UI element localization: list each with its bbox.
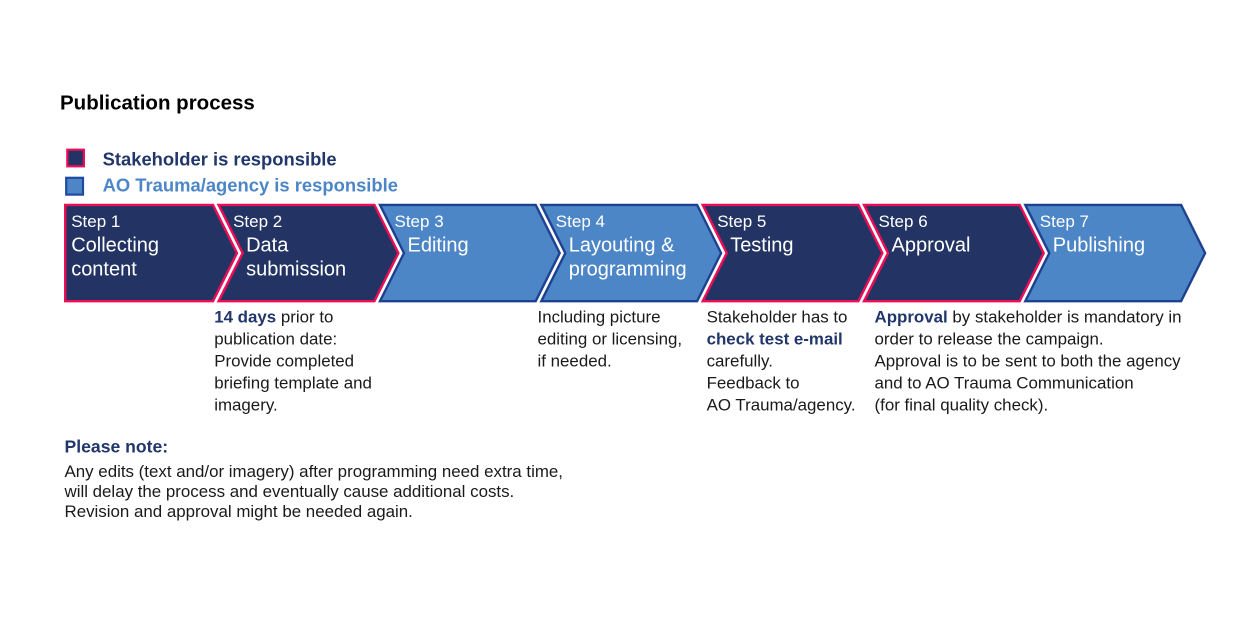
svg-text:Approval: Approval <box>892 235 971 257</box>
svg-text:Step 1: Step 1 <box>71 212 120 231</box>
svg-text:Including picture: Including picture <box>538 308 661 327</box>
svg-text:Step 7: Step 7 <box>1040 212 1089 231</box>
svg-text:Testing: Testing <box>730 235 793 257</box>
svg-text:Stakeholder has to: Stakeholder has to <box>707 308 848 327</box>
svg-text:Data: Data <box>246 235 289 257</box>
svg-text:carefully.: carefully. <box>707 352 773 371</box>
svg-text:Publishing: Publishing <box>1053 235 1145 257</box>
svg-text:and to AO Trauma Communication: and to AO Trauma Communication <box>875 373 1134 392</box>
svg-text:Any edits (text and/or imagery: Any edits (text and/or imagery) after pr… <box>65 462 564 481</box>
svg-text:(for final quality check).: (for final quality check). <box>875 395 1049 414</box>
svg-text:Editing: Editing <box>408 235 469 257</box>
svg-text:AO Trauma/agency.: AO Trauma/agency. <box>707 395 856 414</box>
svg-text:AO Trauma/agency is responsibl: AO Trauma/agency is responsible <box>103 174 398 195</box>
svg-text:Approval by stakeholder is man: Approval by stakeholder is mandatory in <box>875 308 1182 327</box>
svg-text:order to release the campaign.: order to release the campaign. <box>875 330 1104 349</box>
svg-text:if needed.: if needed. <box>538 352 612 371</box>
svg-text:publication date:: publication date: <box>214 330 337 349</box>
svg-text:Revision and approval might be: Revision and approval might be needed ag… <box>65 502 413 521</box>
svg-text:Collecting: Collecting <box>71 235 159 257</box>
svg-text:Please note:: Please note: <box>65 437 169 457</box>
svg-text:editing or licensing,: editing or licensing, <box>538 330 683 349</box>
svg-text:Step 5: Step 5 <box>717 212 766 231</box>
svg-text:Step 4: Step 4 <box>556 212 605 231</box>
svg-text:programming: programming <box>569 258 687 280</box>
svg-text:Provide completed: Provide completed <box>214 352 354 371</box>
svg-text:Approval is to be sent to both: Approval is to be sent to both the agenc… <box>875 352 1182 371</box>
svg-text:content: content <box>71 258 137 280</box>
svg-text:briefing template and: briefing template and <box>214 373 372 392</box>
svg-text:Step 2: Step 2 <box>233 212 282 231</box>
svg-text:Step 6: Step 6 <box>879 212 928 231</box>
svg-text:Publication process: Publication process <box>60 92 255 115</box>
svg-text:14 days prior to: 14 days prior to <box>214 308 333 327</box>
svg-text:Feedback to: Feedback to <box>707 373 800 392</box>
svg-text:imagery.: imagery. <box>214 395 278 414</box>
svg-text:Stakeholder is responsible: Stakeholder is responsible <box>103 148 337 169</box>
svg-text:submission: submission <box>246 258 346 280</box>
svg-text:check test e-mail: check test e-mail <box>707 330 843 349</box>
svg-text:Step 3: Step 3 <box>395 212 444 231</box>
svg-text:Layouting &: Layouting & <box>569 235 675 257</box>
svg-text:will delay the process and eve: will delay the process and eventually ca… <box>64 482 515 501</box>
